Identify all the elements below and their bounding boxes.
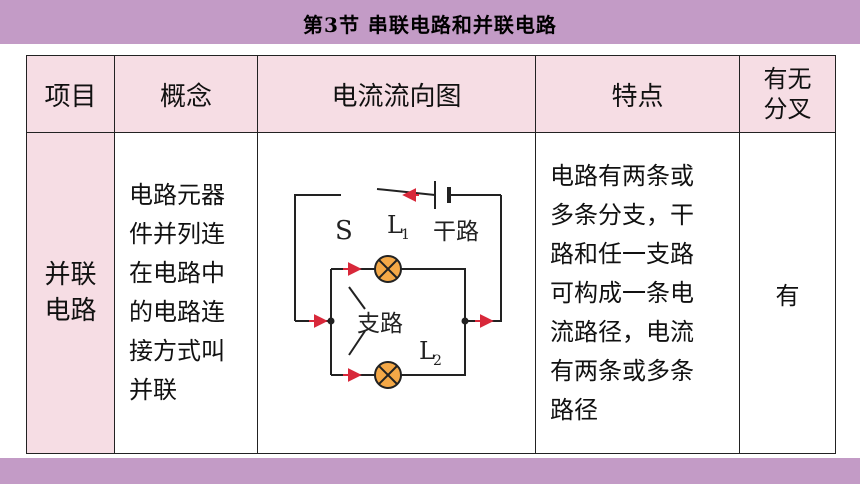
header-branch-line1: 有无 — [763, 65, 812, 93]
cell-has-branch: 有 — [739, 132, 836, 454]
table-header-row: 项目 概念 电流流向图 特点 有无 分叉 — [26, 55, 836, 133]
branch-label: 支路 — [357, 311, 403, 337]
concept-line: 电路元器 — [129, 181, 225, 209]
switch-label: S — [335, 216, 353, 246]
top-banner: 第3节 串联电路和并联电路 — [0, 0, 860, 44]
lamp2-sub: 2 — [433, 353, 442, 369]
cell-item: 并联 电路 — [26, 132, 115, 454]
cell-diagram: S L 1 L 2 干路 支路 — [257, 132, 536, 454]
feature-line: 有两条或多条 — [550, 356, 694, 385]
cell-feature: 电路有两条或 多条分支，干 路和任一支路 可构成一条电 流路径，电流 有两条或多… — [535, 132, 740, 454]
lamp1-sub: 1 — [401, 227, 410, 243]
concept-line: 的电路连 — [129, 298, 225, 326]
section-title: 第3节 串联电路和并联电路 — [303, 13, 557, 37]
feature-line: 路径 — [550, 395, 598, 424]
lamp2-label: L — [419, 337, 435, 365]
lamp-l1-icon — [373, 255, 402, 283]
parallel-circuit-diagram: S L 1 L 2 干路 支路 — [293, 181, 502, 389]
feature-line: 电路有两条或 — [550, 161, 694, 190]
item-line1: 并联 — [44, 260, 97, 290]
battery-icon — [433, 181, 451, 209]
feature-line: 流路径，电流 — [550, 317, 694, 346]
header-branch: 有无 分叉 — [739, 55, 836, 133]
header-feature: 特点 — [535, 55, 740, 133]
table-row: 并联 电路 电路元器 件并列连 在电路中 的电路连 接方式叫 并联 — [26, 132, 836, 454]
header-branch-line2: 分叉 — [763, 95, 812, 123]
junction-dot — [327, 317, 334, 325]
header-item: 项目 — [26, 55, 115, 133]
concept-line: 件并列连 — [129, 220, 225, 248]
item-line2: 电路 — [44, 296, 97, 326]
header-concept: 概念 — [114, 55, 258, 133]
lamp-l2-icon — [373, 361, 402, 389]
concept-line: 并联 — [129, 376, 177, 404]
cell-concept: 电路元器 件并列连 在电路中 的电路连 接方式叫 并联 — [114, 132, 258, 454]
feature-line: 多条分支，干 — [550, 200, 694, 229]
feature-line: 路和任一支路 — [550, 239, 694, 268]
concept-line: 接方式叫 — [129, 337, 225, 365]
lamp1-label: L — [387, 211, 403, 239]
header-diagram: 电流流向图 — [257, 55, 536, 133]
feature-line: 可构成一条电 — [550, 278, 694, 307]
comparison-table: 项目 概念 电流流向图 特点 有无 分叉 并联 电路 电路元器 件并列连 在电路… — [26, 55, 836, 454]
concept-line: 在电路中 — [129, 259, 225, 287]
junction-dot — [461, 317, 468, 325]
trunk-label: 干路 — [433, 219, 479, 245]
current-arrows — [308, 188, 494, 382]
bottom-banner — [0, 458, 860, 484]
